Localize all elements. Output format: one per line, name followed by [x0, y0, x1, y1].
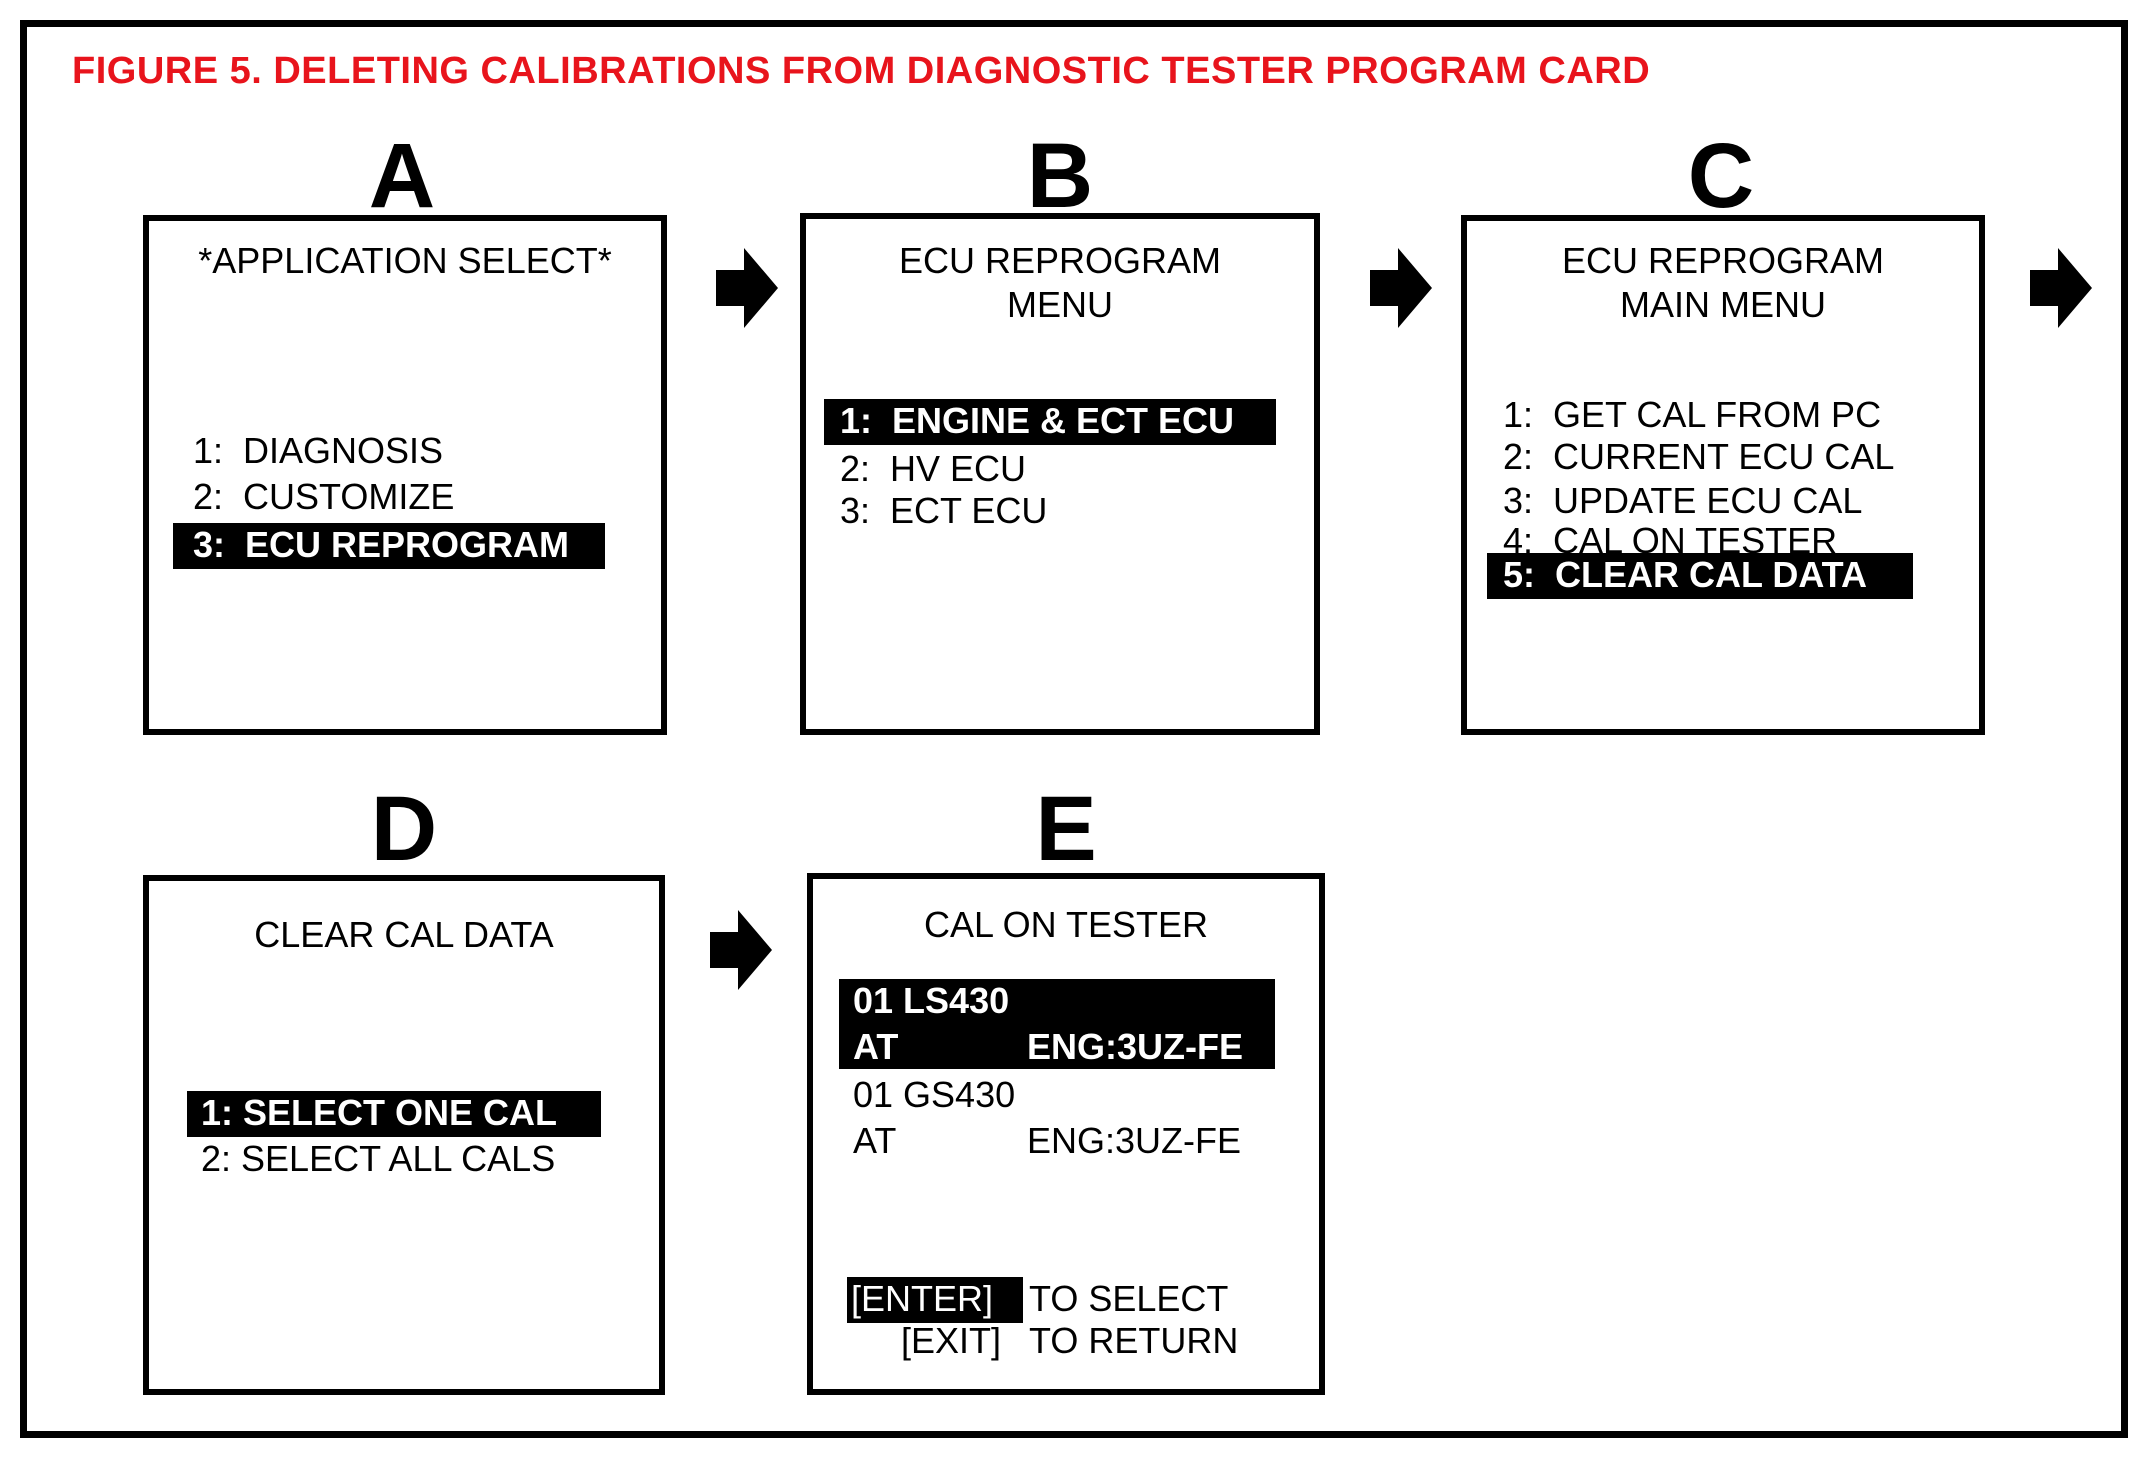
menu-item-diagnosis: 1: DIAGNOSIS: [193, 430, 444, 471]
panel-letter-b: B: [1026, 125, 1094, 227]
menu-item-select-one-cal-selected: 1: SELECT ONE CAL: [187, 1091, 601, 1137]
cal-entry-gs430-transmission: AT: [853, 1120, 897, 1161]
enter-key-instruction: TO SELECT: [1029, 1278, 1229, 1319]
panel-letter-c: C: [1687, 125, 1755, 227]
menu-item-select-all-cals: 2: SELECT ALL CALS: [201, 1138, 556, 1179]
screen-cal-on-tester: CAL ON TESTER 01 LS430 AT ENG:3UZ-FE 01 …: [807, 873, 1325, 1395]
menu-item-customize: 2: CUSTOMIZE: [193, 476, 455, 517]
cal-entry-gs430-model: 01 GS430: [853, 1074, 1016, 1115]
panel-letter-d: D: [370, 778, 438, 880]
cal-entry-engine: ENG:3UZ-FE: [1027, 1026, 1243, 1067]
cal-entry-model: 01 LS430: [853, 980, 1010, 1021]
exit-key-label: [EXIT]: [901, 1320, 1002, 1361]
screen-ecu-reprogram-menu: ECU REPROGRAM MENU 1: ENGINE & ECT ECU 2…: [800, 213, 1320, 735]
right-arrow-icon: [1370, 248, 1432, 328]
cal-entry-gs430-engine: ENG:3UZ-FE: [1027, 1120, 1242, 1161]
screen-application-select: *APPLICATION SELECT* 1: DIAGNOSIS 2: CUS…: [143, 215, 667, 735]
menu-item-current-ecu-cal: 2: CURRENT ECU CAL: [1503, 436, 1895, 477]
screen-heading-line-2: MENU: [1007, 284, 1113, 325]
menu-item-cal-on-tester: 4: CAL ON TESTER: [1503, 520, 1838, 561]
menu-item-clear-cal-data-selected: 5: CLEAR CAL DATA: [1487, 553, 1913, 599]
panel-letter-a: A: [368, 125, 436, 227]
figure-title: FIGURE 5. DELETING CALIBRATIONS FROM DIA…: [72, 50, 1651, 92]
menu-item-get-cal-from-pc: 1: GET CAL FROM PC: [1503, 394, 1882, 435]
screen-ecu-reprogram-main-menu: ECU REPROGRAM MAIN MENU 1: GET CAL FROM …: [1461, 215, 1985, 735]
screen-heading: CLEAR CAL DATA: [254, 914, 554, 955]
screen-heading: CAL ON TESTER: [923, 904, 1209, 945]
enter-key-label: [ENTER]: [847, 1277, 1023, 1323]
right-arrow-icon: [2030, 248, 2092, 328]
screen-heading-line-1: ECU REPROGRAM: [898, 240, 1222, 281]
right-arrow-icon: [710, 910, 772, 990]
figure-frame: [20, 20, 2128, 1438]
menu-item-ect-ecu: 3: ECT ECU: [840, 490, 1048, 531]
screen-heading-line-1: ECU REPROGRAM: [1561, 240, 1885, 281]
menu-item-update-ecu-cal: 3: UPDATE ECU CAL: [1503, 480, 1863, 521]
menu-item-ecu-reprogram-selected: 3: ECU REPROGRAM: [173, 523, 605, 569]
screen-clear-cal-data: CLEAR CAL DATA 1: SELECT ONE CAL 2: SELE…: [143, 875, 665, 1395]
menu-item-hv-ecu: 2: HV ECU: [840, 448, 1027, 489]
exit-key-instruction: TO RETURN: [1029, 1320, 1239, 1361]
panel-letter-e: E: [1035, 778, 1097, 880]
right-arrow-icon: [716, 248, 778, 328]
screen-heading-line-2: MAIN MENU: [1620, 284, 1826, 325]
cal-entry-transmission: AT: [853, 1026, 899, 1067]
menu-item-engine-ect-ecu-selected: 1: ENGINE & ECT ECU: [824, 399, 1276, 445]
cal-entry-ls430-selected: 01 LS430 AT ENG:3UZ-FE: [839, 979, 1275, 1069]
screen-heading: *APPLICATION SELECT*: [198, 240, 612, 281]
